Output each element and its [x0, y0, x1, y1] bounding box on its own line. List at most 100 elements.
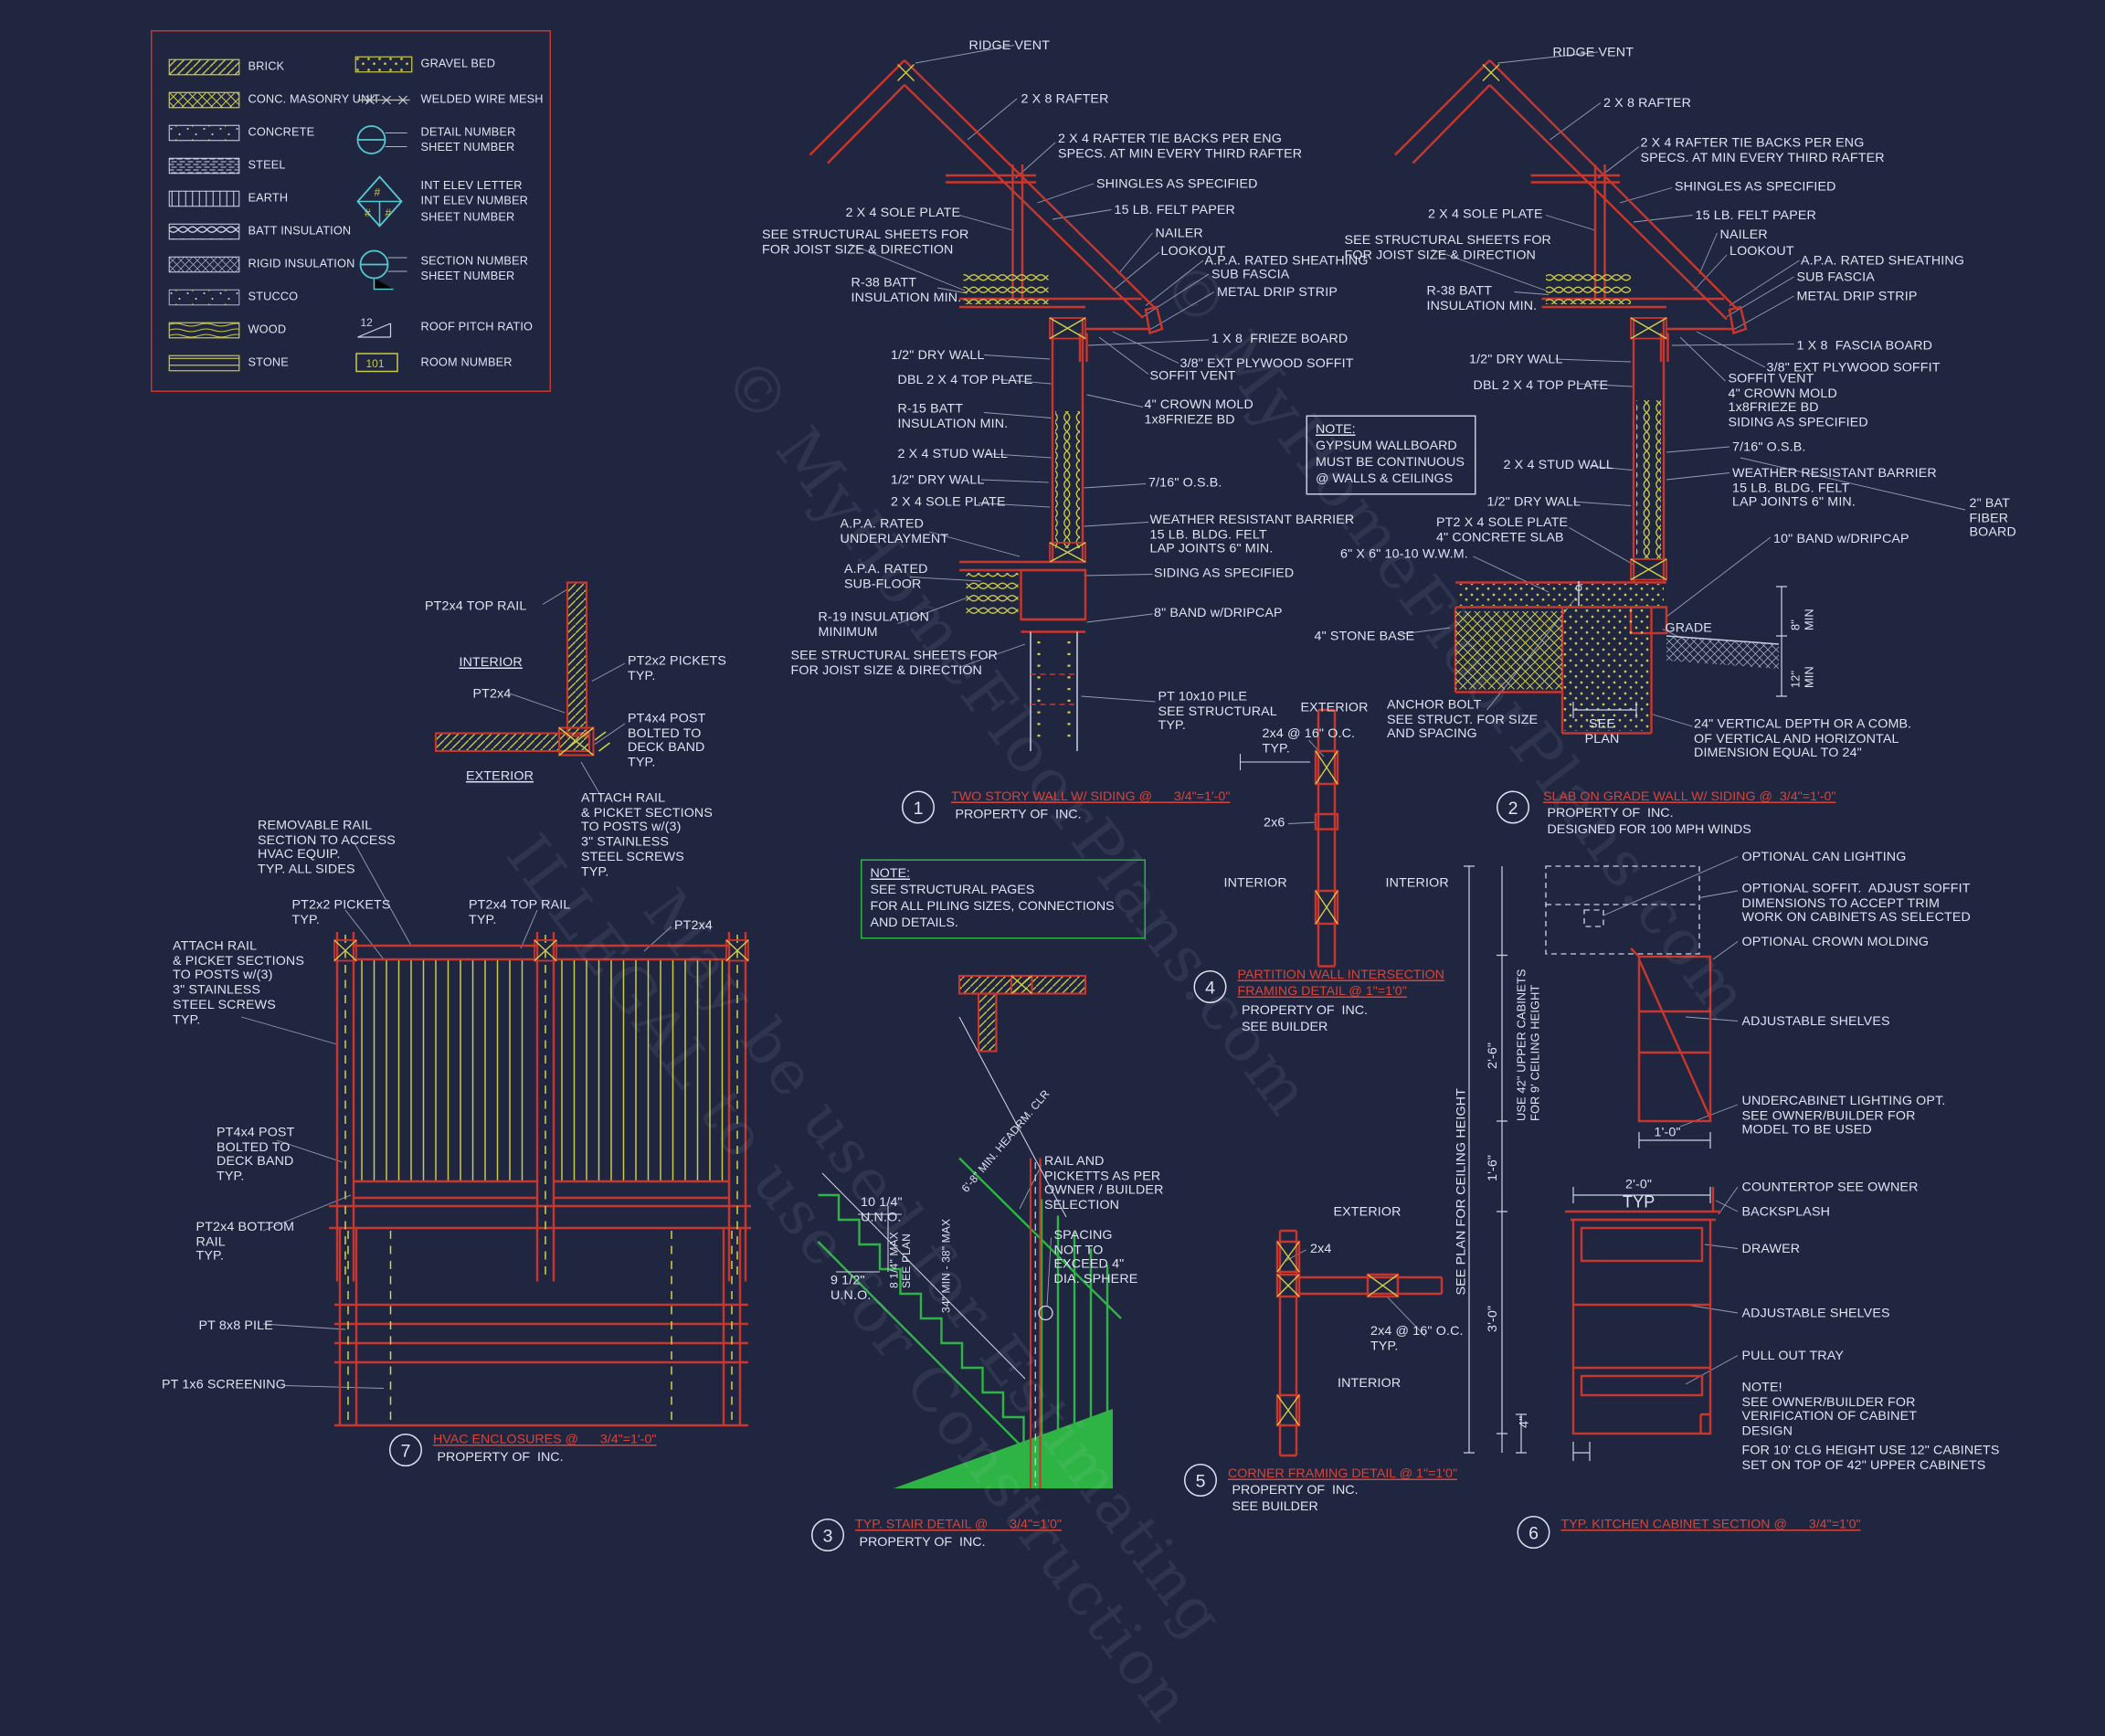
detail-6-number-text: 6	[1529, 1521, 1539, 1543]
drawing-layer	[240, 45, 1966, 1488]
k-can-lighting-label: OPTIONAL CAN LIGHTING	[1741, 850, 1907, 865]
d1-r15-label: R-15 BATT INSULATION MIN.	[897, 401, 1009, 432]
cr-exterior-label: EXTERIOR	[466, 768, 534, 784]
k-drawer-label: DRAWER	[1741, 1242, 1801, 1257]
legend-label: EARTH	[248, 191, 289, 206]
detail-3-subtitle: PROPERTY OF INC.	[859, 1535, 986, 1551]
d2-lookout-label: LOOKOUT	[1729, 244, 1794, 259]
d2-depth24-label: 24" VERTICAL DEPTH OR A COMB. OF VERTICA…	[1694, 716, 1912, 762]
legend-row-brick: BRICK	[168, 58, 285, 76]
d1-tie-backs-label: 2 X 4 RAFTER TIE BACKS PER ENG SPECS. AT…	[1058, 132, 1303, 162]
stair-rail-label: RAIL AND PICKETTS AS PER OWNER / BUILDER…	[1044, 1154, 1164, 1213]
interior-elevation-symbol: # # #	[356, 175, 403, 228]
legend-row-detail-number: DETAIL NUMBER SHEET NUMBER	[355, 122, 516, 158]
legend-label: CONCRETE	[248, 125, 315, 140]
k-use-42-label: USE 42" UPPER CABINETS FOR 9' CEILING HE…	[1514, 969, 1541, 1121]
legend-row-int-elev: # # # INT ELEV LETTER INT ELEV NUMBER SH…	[355, 175, 529, 229]
legend-row-concrete: CONCRETE	[168, 124, 315, 142]
detail-2-number-text: 2	[1507, 797, 1518, 818]
detail-5-number: 5	[1184, 1464, 1217, 1497]
d2-sole-slab-label: PT2 X 4 SOLE PLATE 4" CONCRETE SLAB	[1436, 515, 1569, 545]
d2-osb-label: 7/16" O.S.B.	[1732, 439, 1806, 455]
wood-grain-icon	[168, 322, 240, 339]
k-note-label: NOTE! SEE OWNER/BUILDER FOR VERIFICATION…	[1741, 1380, 1918, 1440]
d1-sheathing-label: A.P.A. RATED SHEATHING	[1204, 253, 1369, 269]
d4-interior-left-label: INTERIOR	[1223, 875, 1287, 891]
legend-row-wood: WOOD	[168, 322, 287, 339]
d1-lookout-label: LOOKOUT	[1160, 244, 1226, 259]
detail-1-number-text: 1	[913, 797, 924, 818]
two-story-wall-drawing	[809, 59, 1164, 751]
pitch-number: 12	[361, 316, 374, 329]
cr-post-label: PT4x4 POST BOLTED TO DECK BAND TYP.	[628, 711, 706, 771]
d2-sub-fascia-label: SUB FASCIA	[1796, 270, 1875, 285]
d1-felt-label: 15 LB. FELT PAPER	[1114, 203, 1235, 218]
room-number-text: 101	[366, 357, 385, 370]
detail-4-subtitle: PROPERTY OF INC. SEE BUILDER	[1242, 1003, 1369, 1035]
d2-nailer-label: NAILER	[1719, 228, 1768, 243]
elev-number-hash: #	[365, 206, 371, 219]
d1-frieze-label: 1 X 8 FRIEZE BOARD	[1211, 332, 1349, 347]
legend-label: STONE	[248, 355, 289, 370]
legend-row-room-number: 101 ROOM NUMBER	[355, 353, 513, 375]
legend-label: GRAVEL BED	[420, 57, 496, 71]
detail-2-number: 2	[1497, 790, 1529, 824]
hvac-pt2x4-label: PT2x4	[674, 918, 713, 934]
legend-label: BATT INSULATION	[248, 224, 352, 238]
cmu-hatch-icon	[168, 91, 240, 109]
detail-4-title: PARTITION WALL INTERSECTION FRAMING DETA…	[1237, 968, 1444, 1000]
d1-drywall-ceiling-label: 1/2" DRY WALL	[891, 348, 985, 364]
gypsum-note: NOTE: GYPSUM WALLBOARD MUST BE CONTINUOU…	[1306, 415, 1476, 494]
legend-row-cmu: CONC. MASONRY UNIT	[168, 91, 381, 109]
d1-soffit-ply-label: 3/8" EXT PLYWOOD SOFFIT	[1179, 356, 1354, 372]
hvac-attach-label: ATTACH RAIL & PICKET SECTIONS TO POSTS w…	[173, 938, 305, 1028]
d2-top-plate-label: DBL 2 X 4 TOP PLATE	[1473, 378, 1609, 394]
d1-shingles-label: SHINGLES AS SPECIFIED	[1096, 176, 1258, 192]
d2-dim-8min-label: 8" MIN	[1788, 609, 1815, 630]
concrete-hatch-icon	[168, 124, 240, 142]
d2-stud-wall-label: 2 X 4 STUD WALL	[1503, 458, 1614, 473]
detail-7-number-text: 7	[400, 1439, 411, 1461]
stair-drawing	[817, 1016, 1122, 1488]
hvac-enclosure-drawing	[329, 932, 751, 1427]
stair-tread-dim-label: 10 1/4" U.N.O.	[861, 1195, 903, 1225]
hvac-pile-label: PT 8x8 PILE	[198, 1318, 273, 1334]
detail-6-title: TYP. KITCHEN CABINET SECTION @ 3/4"=1'0"	[1560, 1517, 1861, 1533]
legend-label: ROOF PITCH RATIO	[420, 320, 534, 334]
detail-3-title: TYP. STAIR DETAIL @ 3/4"=1'0"	[855, 1517, 1062, 1533]
d5-2x4-label: 2x4	[1310, 1242, 1332, 1257]
piling-note: NOTE: SEE STRUCTURAL PAGES FOR ALL PILIN…	[861, 859, 1146, 938]
k-shelves-base-label: ADJUSTABLE SHELVES	[1741, 1306, 1890, 1321]
d4-2x6-label: 2x6	[1264, 815, 1285, 831]
d2-drip-strip-label: METAL DRIP STRIP	[1796, 289, 1918, 304]
d4-interior-right-label: INTERIOR	[1385, 875, 1449, 891]
legend-label: WOOD	[248, 323, 287, 337]
detail-3-number: 3	[811, 1519, 844, 1551]
legend-row-rigid: RIGID INSULATION	[168, 256, 355, 273]
legend-row-stone: STONE	[168, 355, 289, 372]
slab-wall-drawing	[1394, 59, 1787, 735]
legend-row-stucco: STUCCO	[168, 289, 299, 306]
d1-nailer-label: NAILER	[1155, 226, 1203, 241]
k-countertop-label: COUNTERTOP SEE OWNER	[1741, 1180, 1919, 1195]
blueprint-sheet: © MyHomeFloorPlans.com© MyHomeFloorPlans…	[151, 30, 2016, 1736]
section-number-symbol	[359, 249, 407, 291]
d1-stud-wall-label: 2 X 4 STUD WALL	[897, 447, 1009, 462]
d2-ridge-vent-label: RIDGE VENT	[1552, 45, 1634, 60]
detail-3-number-text: 3	[822, 1524, 833, 1546]
k-dim-1-0-label: 1'-0"	[1654, 1125, 1681, 1140]
hvac-bottom-rail-label: PT2x4 BOTTOM RAIL TYP.	[196, 1220, 295, 1265]
legend-row-section-number: SECTION NUMBER SHEET NUMBER	[355, 246, 529, 292]
legend-row-steel: STEEL	[168, 157, 286, 175]
corner-framing-drawing	[1275, 1229, 1444, 1457]
elev-letter-hash: #	[375, 186, 381, 199]
detail-1-number: 1	[902, 790, 935, 824]
legend-row-earth: EARTH	[168, 190, 289, 207]
d1-soffit-vent-label: SOFFIT VENT	[1149, 368, 1236, 384]
d1-r38-label: R-38 BATT INSULATION MIN.	[851, 275, 962, 306]
gravel-bed-icon	[354, 56, 413, 73]
d5-studs-label: 2x4 @ 16" O.C. TYP.	[1370, 1324, 1464, 1354]
d2-bat-fiber-label: 2" BAT FIBER BOARD	[1969, 496, 2016, 541]
d1-sole-plate-label: 2 X 4 SOLE PLATE	[891, 494, 1006, 510]
k-10ft-clg-label: FOR 10' CLG HEIGHT USE 12" CABINETS SET …	[1741, 1443, 2000, 1474]
